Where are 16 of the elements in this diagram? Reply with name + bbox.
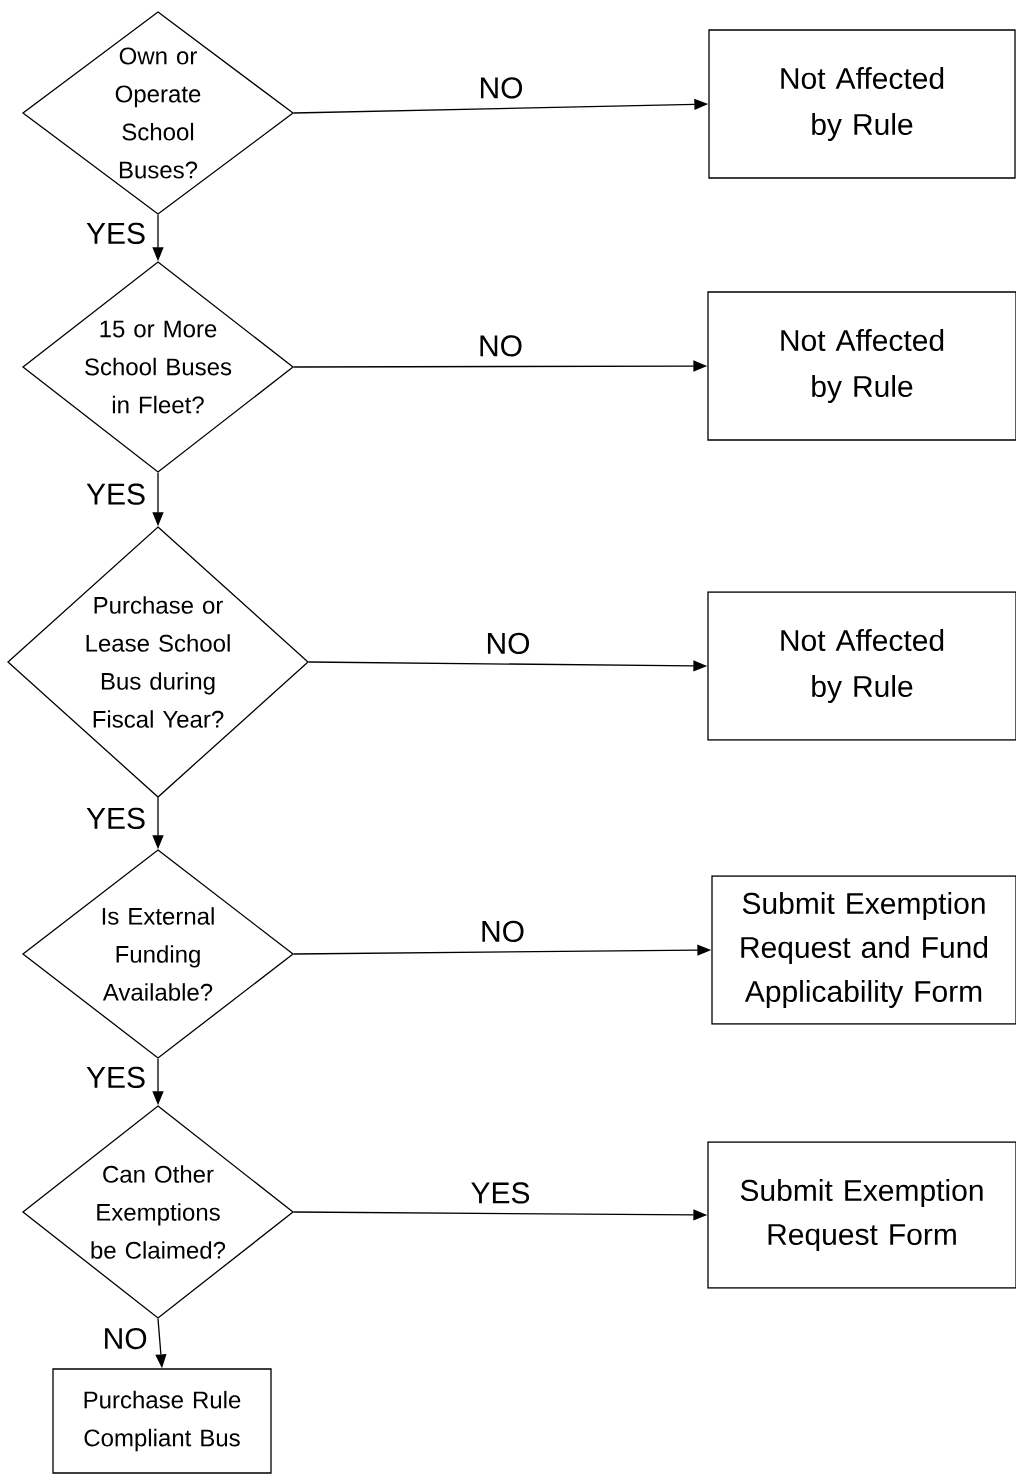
result-box: Purchase Rule Compliant Bus	[52, 1368, 272, 1474]
edge-label: NO	[480, 335, 522, 357]
result-box: Not Affected by Rule	[708, 29, 1016, 179]
edge-label: NO	[480, 77, 523, 99]
edge-label: NO	[487, 632, 530, 655]
edge-label: NO	[482, 920, 524, 943]
edge-label: YES	[86, 1066, 145, 1088]
edge-label: NO	[105, 1327, 147, 1350]
edge-label: YES	[471, 1182, 530, 1204]
result-box: Submit Exemption Request and Fund Applicability Form	[711, 875, 1016, 1025]
result-box: Not Affected by Rule	[707, 591, 1016, 741]
edge-label: YES	[86, 222, 145, 244]
edge-label: YES	[86, 807, 145, 829]
result-box: Not Affected by Rule	[707, 291, 1016, 441]
edge-label: YES	[86, 483, 145, 505]
result-box: Submit Exemption Request Form	[707, 1141, 1016, 1289]
